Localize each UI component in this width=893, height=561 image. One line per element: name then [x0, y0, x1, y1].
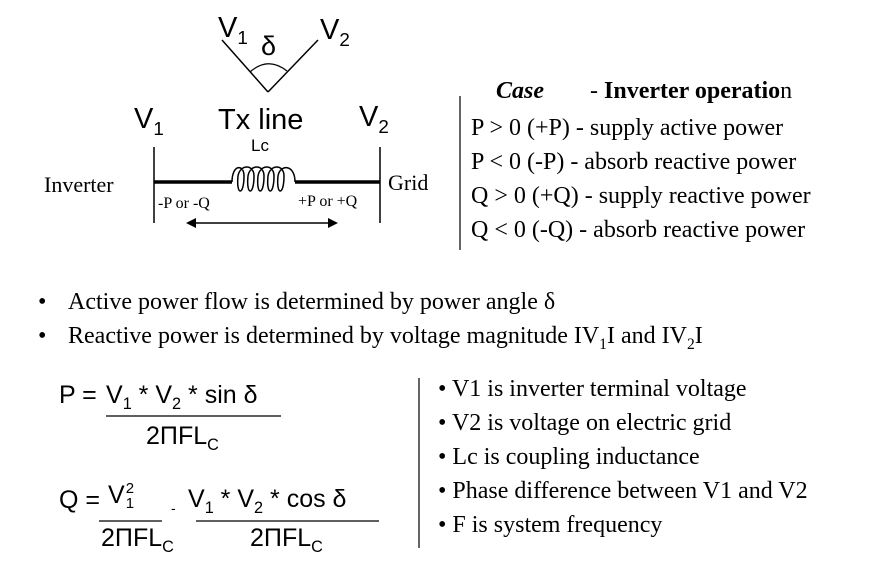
principle-item: •Reactive power is determined by voltage… — [38, 323, 703, 353]
circuit-v2-label: V2 — [359, 101, 389, 137]
inverter-label: Inverter — [44, 172, 114, 197]
definitions-list: • V1 is inverter terminal voltage • V2 i… — [438, 372, 808, 542]
case-table-rows: P > 0 (+P) - supply active power P < 0 (… — [471, 111, 811, 247]
power-flow-arrow — [186, 218, 338, 228]
inductor-label: Lc — [251, 136, 269, 155]
q-minus-sign: - — [171, 500, 176, 516]
case-table-header: Case- Inverter operation — [496, 78, 793, 104]
case-row: P < 0 (-P) - absorb reactive power — [471, 149, 797, 175]
grid-label: Grid — [388, 170, 429, 195]
definition-item: • Phase difference between V1 and V2 — [438, 478, 808, 504]
left-flow-label: -P or -Q — [158, 195, 210, 212]
principle-item: •Active power flow is determined by powe… — [38, 289, 556, 315]
p-equation-denominator: 2ΠFLC — [146, 422, 219, 454]
p-equation-lhs: P = — [59, 381, 97, 409]
q-term2-numerator: V1 * V2 * cos δ — [188, 485, 347, 517]
case-row: Q > 0 (+Q) - supply reactive power — [471, 183, 811, 209]
angle-v2-label: V2 — [320, 14, 350, 50]
p-equation-numerator: V1 * V2 * sin δ — [106, 381, 258, 413]
definition-item: • F is system frequency — [438, 512, 663, 538]
definition-item: • V2 is voltage on electric grid — [438, 410, 732, 436]
definition-item: • V1 is inverter terminal voltage — [438, 376, 747, 402]
v2-phasor-line — [267, 39, 319, 93]
tx-line-title: Tx line — [218, 104, 304, 136]
circuit-v1-label: V1 — [134, 103, 164, 139]
definition-item: • Lc is coupling inductance — [438, 444, 700, 470]
right-flow-label: +P or +Q — [298, 193, 358, 210]
q-equation-lhs: Q = — [59, 486, 100, 514]
inductor-coil — [231, 166, 296, 192]
delta-symbol: δ — [261, 31, 277, 61]
case-row: Q < 0 (-Q) - absorb reactive power — [471, 217, 806, 243]
q-term2-denominator: 2ΠFLC — [250, 524, 323, 556]
principles-list: •Active power flow is determined by powe… — [38, 285, 703, 362]
v1-phasor-line — [221, 39, 269, 93]
q-term1-denominator: 2ΠFLC — [101, 524, 174, 556]
delta-angle-arc — [249, 63, 288, 73]
case-row: P > 0 (+P) - supply active power — [471, 115, 784, 141]
angle-v1-label: V1 — [218, 12, 248, 48]
